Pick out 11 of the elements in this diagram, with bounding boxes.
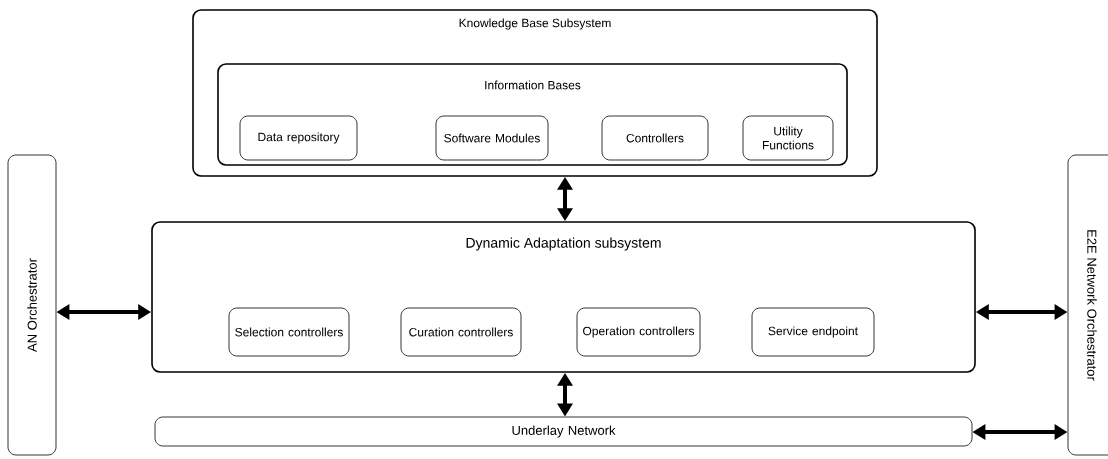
component-box: Curation controllers xyxy=(400,307,522,357)
component-box: Software Modules xyxy=(435,115,549,161)
component-box: Data repository xyxy=(239,115,358,161)
component-box: Operation controllers xyxy=(576,307,701,357)
component-box: Service endpoint xyxy=(751,307,875,357)
orchestrator-box: AN Orchestrator xyxy=(7,154,57,456)
component-box: Utility Functions xyxy=(742,115,834,161)
component-box: Selection controllers xyxy=(228,307,350,357)
component-box: Underlay Network xyxy=(154,416,973,447)
orchestrator-box: E2E Network Orchestrator xyxy=(1067,154,1108,456)
component-box: Controllers xyxy=(601,115,709,161)
